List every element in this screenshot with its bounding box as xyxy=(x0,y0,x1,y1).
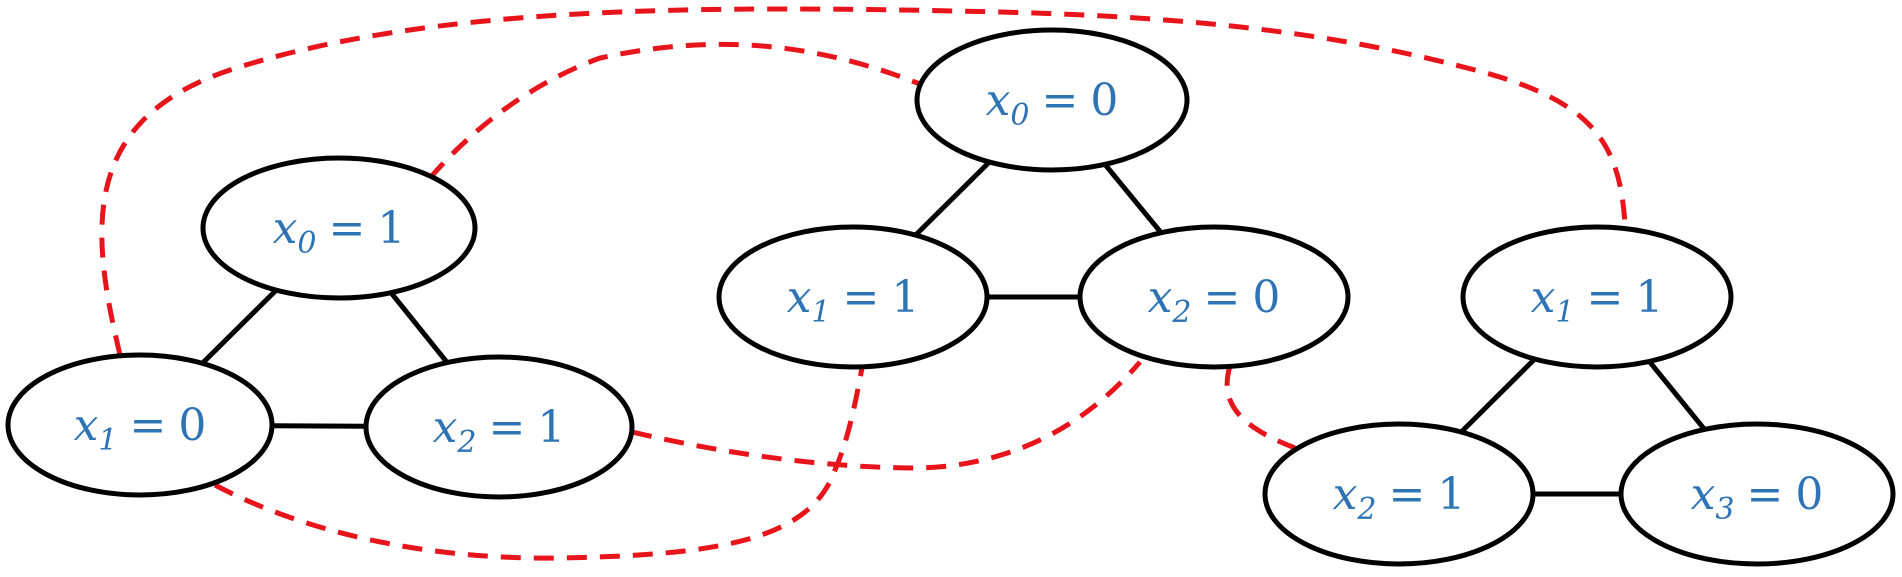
solid-edge-b0-b1 xyxy=(913,159,992,238)
node-c2-label: x2=1 xyxy=(1333,469,1466,527)
solid-edge-c1-c3 xyxy=(1646,358,1708,432)
node-b1: x1=1 xyxy=(716,224,990,370)
node-c1: x1=1 xyxy=(1460,224,1734,370)
node-a1-label: x1=0 xyxy=(74,400,207,458)
solid-edge-a1-a2 xyxy=(269,423,369,429)
node-c3: x3=0 xyxy=(1618,421,1896,567)
node-b2-label: x2=0 xyxy=(1148,272,1281,330)
node-c2: x2=1 xyxy=(1262,421,1536,567)
solid-edge-a0-a1 xyxy=(199,287,279,366)
solid-edge-a0-a2 xyxy=(388,290,450,366)
dashed-edge-a1-c1 xyxy=(99,6,1628,356)
node-c3-label: x3=0 xyxy=(1691,469,1824,527)
solid-edge-c1-c2 xyxy=(1458,356,1538,435)
node-a0: x0=1 xyxy=(200,155,478,301)
node-b0-label: x0=0 xyxy=(986,75,1119,133)
dashed-edge-b2-c2 xyxy=(1224,365,1296,451)
node-b1-label: x1=1 xyxy=(787,272,920,330)
dashed-edge-a2-b2 xyxy=(631,360,1142,471)
node-b2: x2=0 xyxy=(1077,224,1351,370)
nodes: x0=1 x1=0 x2=1 x0=0 x1=1 x2=0 x1=1 xyxy=(5,27,1896,567)
node-a2: x2=1 xyxy=(363,354,635,500)
node-b0: x0=0 xyxy=(914,27,1190,173)
node-a0-label: x0=1 xyxy=(273,203,406,261)
dashed-edge-a1-b1 xyxy=(213,367,865,561)
dashed-edges xyxy=(99,6,1628,561)
node-a2-label: x2=1 xyxy=(433,402,566,460)
solid-edges xyxy=(199,159,1708,497)
solid-edge-b0-b2 xyxy=(1102,161,1164,236)
dashed-edge-a0-b0 xyxy=(428,41,926,180)
node-c1-label: x1=1 xyxy=(1531,272,1664,330)
node-a1: x1=0 xyxy=(5,352,275,498)
